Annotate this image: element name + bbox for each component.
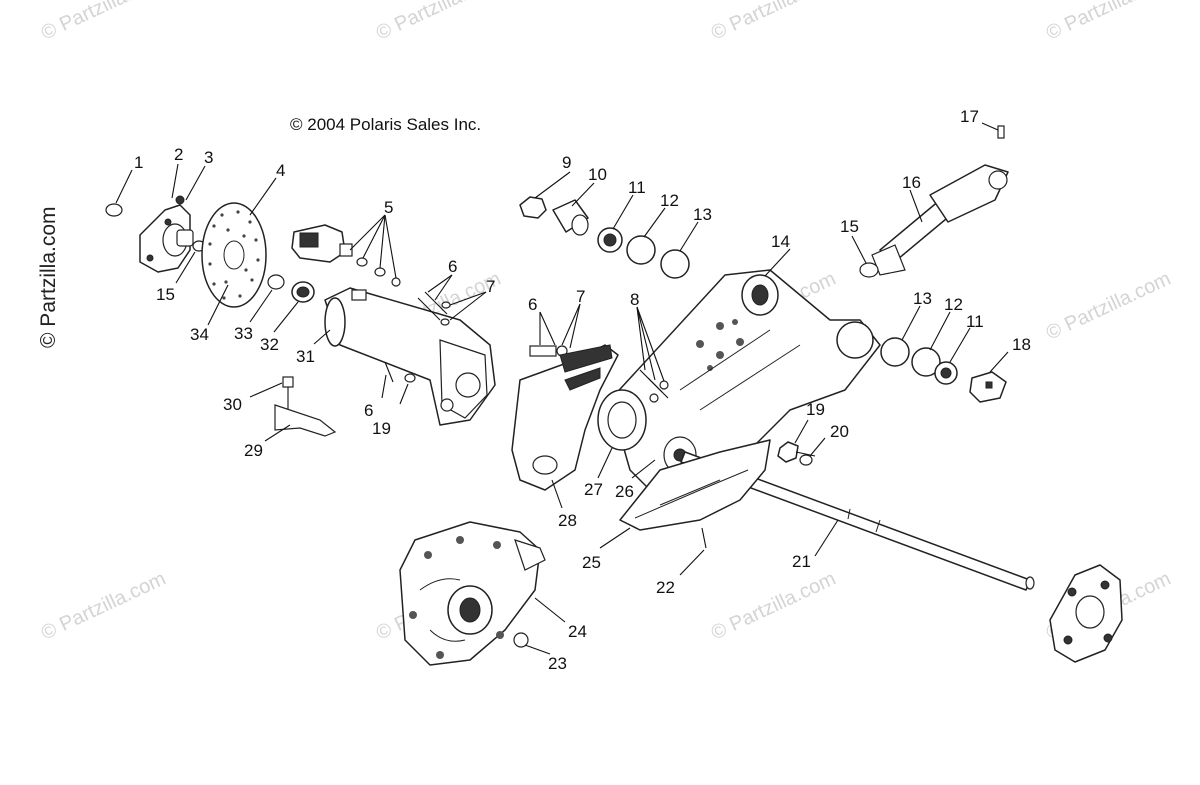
part-10-bushing-shaft — [552, 199, 589, 236]
part-5-brake-caliper — [291, 224, 353, 263]
part-27-gasket — [597, 389, 647, 451]
part-8-bolts — [639, 369, 669, 403]
part-5-nut — [374, 267, 386, 277]
part-11-seal — [934, 361, 958, 385]
callout-13: 13 — [693, 205, 712, 224]
part-20-nut — [799, 454, 813, 466]
part-18-bushing-shaft — [969, 371, 1007, 403]
part-23-o-ring — [513, 632, 529, 648]
part-6-bolt — [529, 345, 568, 357]
part-1-washer — [105, 203, 123, 217]
part-6-bolt — [424, 291, 448, 315]
callout-27: 27 — [584, 480, 603, 499]
callout-18: 18 — [1012, 335, 1031, 354]
callout-24: 24 — [568, 622, 587, 641]
watermark-layer: © Partzilla.com © Partzilla.com © Partzi… — [37, 0, 1174, 645]
callout-6: 6 — [448, 257, 457, 276]
callout-28: 28 — [558, 511, 577, 530]
part-7-washer — [441, 301, 451, 309]
part-21-rear-axle — [680, 451, 1035, 591]
callout-16: 16 — [902, 173, 921, 192]
callout-34: 34 — [190, 325, 209, 344]
callout-labels: 1 2 3 4 5 6 7 9 10 11 12 13 14 17 16 15 … — [134, 107, 1031, 673]
callout-11: 11 — [966, 312, 984, 331]
part-19-nut — [404, 373, 416, 383]
part-6-bolt — [384, 361, 394, 383]
part-4-brake-disc — [201, 202, 267, 308]
callout-30: 30 — [223, 395, 242, 414]
callout-12: 12 — [660, 191, 679, 210]
watermark: © Partzilla.com — [708, 0, 839, 45]
watermark: © Partzilla.com — [1043, 268, 1174, 345]
callout-19: 19 — [806, 400, 825, 419]
part-7-washer — [440, 318, 450, 326]
copyright-text: © 2004 Polaris Sales Inc. — [290, 115, 481, 134]
part-2-hub-right — [1049, 564, 1123, 663]
part-31-bearing-carrier — [324, 287, 496, 426]
part-5-nut — [356, 257, 368, 267]
part-13-bushing — [660, 249, 690, 279]
part-15-clip — [859, 262, 879, 278]
part-9-nut — [519, 196, 547, 219]
part-33-spacer — [267, 274, 285, 290]
callout-23: 23 — [548, 654, 567, 673]
part-24-gearcase — [399, 521, 546, 666]
callout-15: 15 — [156, 285, 175, 304]
callout-26: 26 — [615, 482, 634, 501]
callout-29: 29 — [244, 441, 263, 460]
callout-6: 6 — [364, 401, 373, 420]
callout-20: 20 — [830, 422, 849, 441]
callout-19: 19 — [372, 419, 391, 438]
callout-5: 5 — [384, 198, 393, 217]
callout-6: 6 — [528, 295, 537, 314]
callout-21: 21 — [792, 552, 811, 571]
part-22-pin — [701, 527, 707, 549]
part-19-bolt — [777, 441, 816, 463]
callout-25: 25 — [582, 553, 601, 572]
part-5-nut — [391, 277, 401, 287]
part-2-hub — [139, 195, 194, 273]
part-12-ring — [911, 347, 941, 377]
callout-2: 2 — [174, 145, 183, 164]
part-17-key — [997, 125, 1005, 139]
parts-layer — [105, 125, 1123, 666]
callout-22: 22 — [656, 578, 675, 597]
callout-9: 9 — [562, 153, 571, 172]
callout-10: 10 — [588, 165, 607, 184]
leader-lines — [115, 122, 1009, 655]
part-28-bracket — [511, 344, 619, 491]
part-25-skid-plate — [619, 439, 771, 531]
part-32-bearing — [291, 281, 315, 303]
watermark: © Partzilla.com — [38, 0, 169, 45]
callout-1: 1 — [134, 153, 143, 172]
part-16-drive-shaft — [871, 164, 1009, 276]
callout-17: 17 — [960, 107, 979, 126]
callout-13: 13 — [913, 289, 932, 308]
callout-12: 12 — [944, 295, 963, 314]
part-6-bolt — [417, 297, 441, 321]
callout-7: 7 — [486, 277, 495, 296]
callout-4: 4 — [276, 161, 285, 180]
part-13-bushing — [880, 337, 910, 367]
part-11-seal — [597, 227, 623, 253]
watermark: © Partzilla.com — [708, 568, 839, 645]
callout-3: 3 — [204, 148, 213, 167]
callout-7: 7 — [576, 287, 585, 306]
callout-14: 14 — [771, 232, 790, 251]
callout-15: 15 — [840, 217, 859, 236]
part-12-ring — [626, 235, 656, 265]
watermark: © Partzilla.com — [373, 0, 504, 45]
part-29-bracket — [274, 404, 337, 437]
watermark-vertical: © Partzilla.com — [37, 206, 60, 348]
watermark: © Partzilla.com — [38, 568, 169, 645]
callout-33: 33 — [234, 324, 253, 343]
callout-32: 32 — [260, 335, 279, 354]
watermark: © Partzilla.com — [1043, 0, 1174, 45]
callout-31: 31 — [296, 347, 315, 366]
callout-8: 8 — [630, 290, 639, 309]
callout-11: 11 — [628, 178, 646, 197]
